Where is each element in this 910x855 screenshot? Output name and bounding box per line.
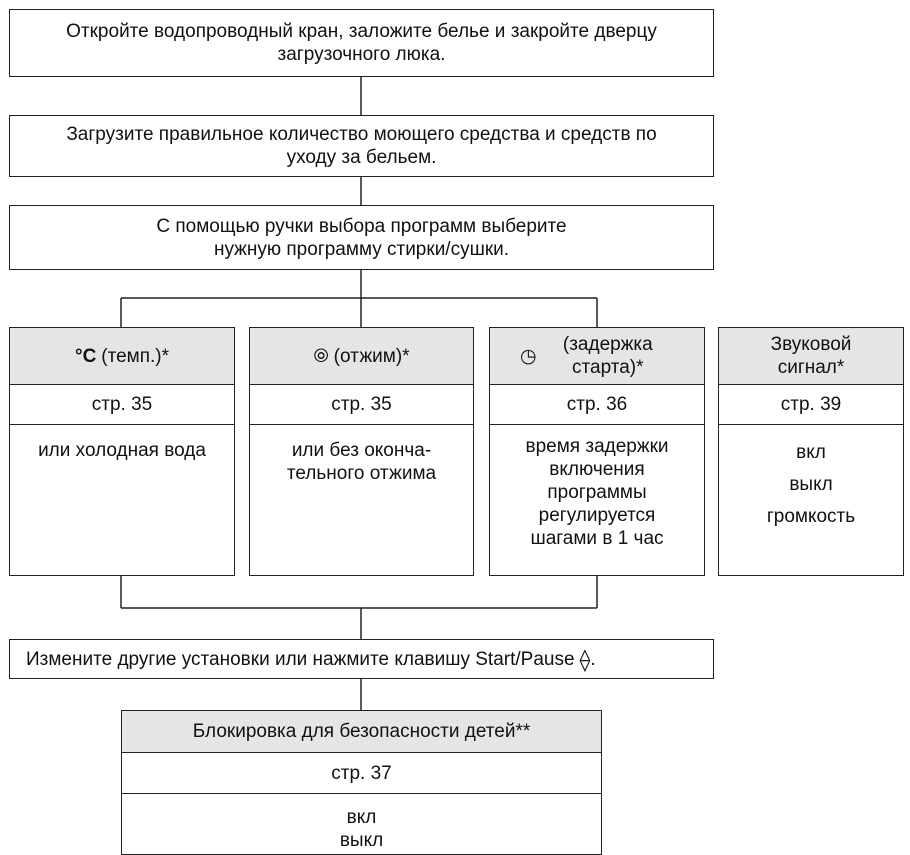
option-page: стр. 35	[250, 384, 473, 424]
option-header: Звуковой сигнал*	[719, 328, 903, 384]
childlock-title: Блокировка для безопасности детей**	[192, 721, 531, 742]
step-change-settings: Измените другие установки или нажмите кл…	[9, 639, 714, 679]
page-ref: стр. 35	[331, 394, 392, 415]
option-spin: ⦾ (отжим)* стр. 35 или без оконча-тельно…	[249, 327, 474, 576]
period: .	[590, 648, 596, 670]
start-pause-icon: ⟠	[579, 646, 591, 672]
list-item: вкл	[346, 807, 377, 828]
step-text: Загрузите правильное количество моющего …	[66, 124, 657, 168]
page-ref: стр. 36	[566, 394, 628, 415]
childlock-page: стр. 37	[122, 752, 601, 793]
option-label: (отжим)*	[333, 345, 410, 367]
option-header: °C (темп.)*	[10, 328, 234, 384]
spin-icon: ⦾	[313, 345, 329, 367]
childlock-header: Блокировка для безопасности детей**	[122, 711, 601, 752]
option-sound-signal: Звуковой сигнал* стр. 39 вкл выкл громко…	[718, 327, 904, 576]
option-detail: время задержки включения программы регул…	[490, 424, 704, 575]
option-label: (темп.)*	[101, 345, 170, 367]
option-detail: или без оконча-тельного отжима	[250, 424, 473, 575]
list-item: выкл	[339, 830, 384, 851]
option-temperature: °C (темп.)* стр. 35 или холодная вода	[9, 327, 235, 576]
detail-text: или холодная вода	[38, 440, 206, 461]
step-add-detergent: Загрузите правильное количество моющего …	[9, 115, 714, 177]
detail-text: или без оконча-тельного отжима	[286, 440, 437, 484]
childlock-box: Блокировка для безопасности детей** стр.…	[121, 710, 602, 855]
step-open-tap: Откройте водопроводный кран, заложите бе…	[9, 9, 714, 77]
option-label: (задержка старта)*	[562, 334, 653, 378]
page-ref: стр. 35	[91, 394, 153, 415]
list-item: вкл	[796, 442, 826, 463]
step-text: Откройте водопроводный кран, заложите бе…	[66, 21, 657, 65]
option-delay-start: ◷ (задержка старта)* стр. 36 время задер…	[489, 327, 705, 576]
page-ref: стр. 39	[780, 394, 842, 415]
option-header: ⦾ (отжим)*	[250, 328, 473, 384]
childlock-detail: вкл выкл	[122, 793, 601, 854]
page-ref: стр. 37	[331, 762, 392, 784]
step-text: Измените другие установки или нажмите кл…	[26, 648, 575, 670]
option-detail: или холодная вода	[10, 424, 234, 575]
option-label: Звуковой сигнал*	[770, 334, 852, 378]
option-header: ◷ (задержка старта)*	[490, 328, 704, 384]
clock-icon: ◷	[520, 345, 537, 367]
temperature-icon: °C	[74, 345, 97, 367]
list-item: выкл	[789, 474, 833, 495]
list-item: громкость	[766, 506, 856, 527]
option-page: стр. 36	[490, 384, 704, 424]
step-select-program: С помощью ручки выбора программ выберите…	[9, 205, 714, 270]
option-page: стр. 39	[719, 384, 903, 424]
option-page: стр. 35	[10, 384, 234, 424]
option-detail: вкл выкл громкость	[719, 424, 903, 575]
detail-text: время задержки включения программы регул…	[525, 436, 669, 549]
step-text: С помощью ручки выбора программ выберите…	[156, 215, 567, 260]
